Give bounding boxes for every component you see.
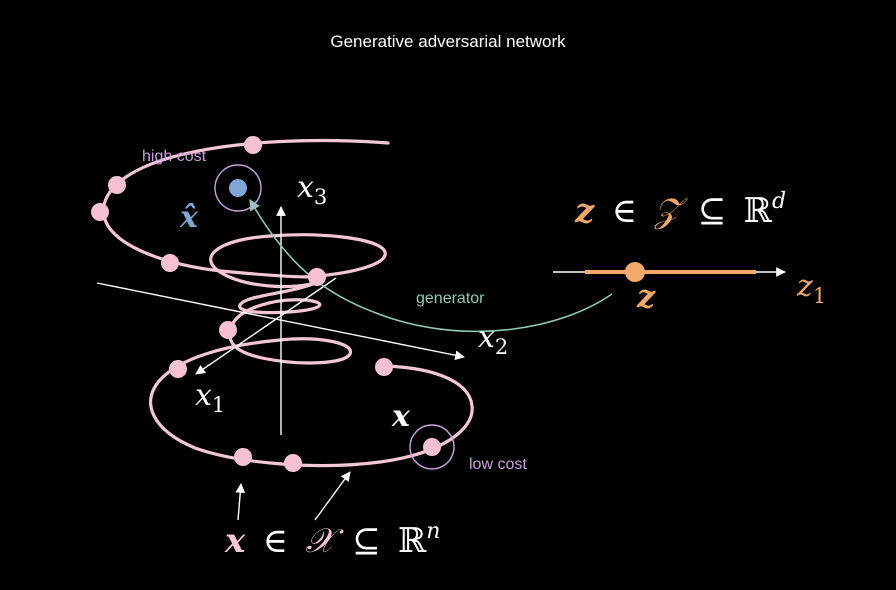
manifold-point	[375, 358, 393, 376]
real-sample-point	[423, 438, 441, 456]
manifold-point	[108, 176, 126, 194]
axes	[96, 206, 786, 521]
manifold-bottom-loop	[149, 364, 474, 468]
data-space-formula: x ∈ 𝒳 ⊆ ℝn	[224, 519, 440, 561]
x1-axis-label: x1	[195, 378, 225, 417]
x-symbol: x	[391, 399, 411, 434]
generator-label: generator	[416, 290, 485, 307]
pointer-arrow-right	[314, 471, 351, 521]
latent-point	[625, 262, 645, 282]
high-cost-ring	[214, 164, 262, 212]
generated-sample-point	[229, 179, 247, 197]
x2-axis-line	[96, 282, 465, 361]
manifold-point	[169, 360, 187, 378]
manifold-mid-coil	[230, 280, 322, 327]
x3-axis-label: x3	[297, 170, 327, 209]
latent-space-formula: z ∈ 𝒵 ⊆ ℝd	[574, 189, 786, 231]
manifold-point	[234, 448, 252, 466]
manifold-point	[308, 268, 326, 286]
low-cost-ring	[409, 424, 455, 470]
manifold-point	[91, 203, 109, 221]
manifold-point	[161, 254, 179, 272]
manifold-points	[91, 136, 393, 472]
pointer-arrow-left	[235, 483, 246, 521]
x2-axis-label: x2	[478, 320, 508, 359]
manifold-point	[244, 136, 262, 154]
generator-arrow	[249, 199, 613, 333]
manifold-lower-coil	[158, 323, 352, 382]
z-symbol: z	[636, 277, 656, 315]
manifold-point	[219, 321, 237, 339]
manifold-point	[284, 454, 302, 472]
high-cost-label: high cost	[142, 148, 207, 165]
page-title: Generative adversarial network	[330, 32, 566, 51]
low-cost-label: low cost	[469, 456, 527, 473]
manifold-upper-coil	[209, 233, 387, 289]
x1-axis-line	[195, 277, 337, 375]
z1-axis-label: z1	[796, 269, 826, 308]
x-hat-symbol: x̂	[179, 200, 199, 235]
